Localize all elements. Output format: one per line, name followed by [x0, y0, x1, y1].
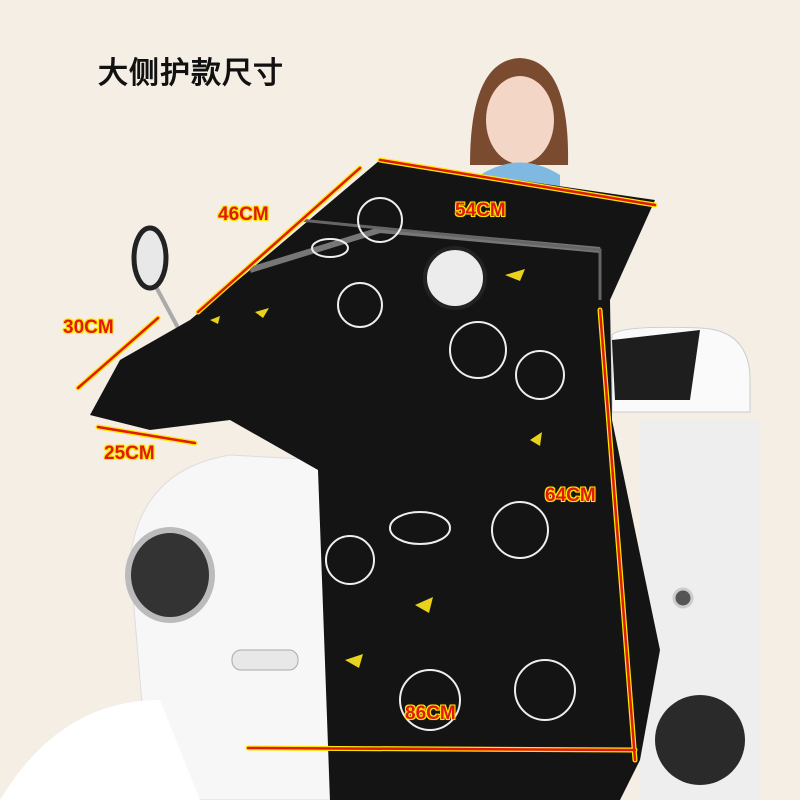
model-person — [470, 58, 569, 195]
headlight — [125, 527, 215, 623]
dimension-lines — [75, 157, 658, 763]
dimension-label-46cm: 46CM — [218, 204, 269, 225]
dimension-label-64cm: 64CM — [545, 485, 596, 506]
scooter — [0, 326, 760, 800]
windshield-cover — [90, 160, 660, 800]
dimension-label-25cm: 25CM — [104, 443, 155, 464]
dimension-label-30cm: 30CM — [63, 317, 114, 338]
dimension-label-54cm: 54CM — [455, 200, 506, 221]
dimension-label-86cm: 86CM — [405, 703, 456, 724]
indicator-light — [231, 649, 299, 671]
page-title: 大侧护款尺寸 — [98, 56, 284, 91]
